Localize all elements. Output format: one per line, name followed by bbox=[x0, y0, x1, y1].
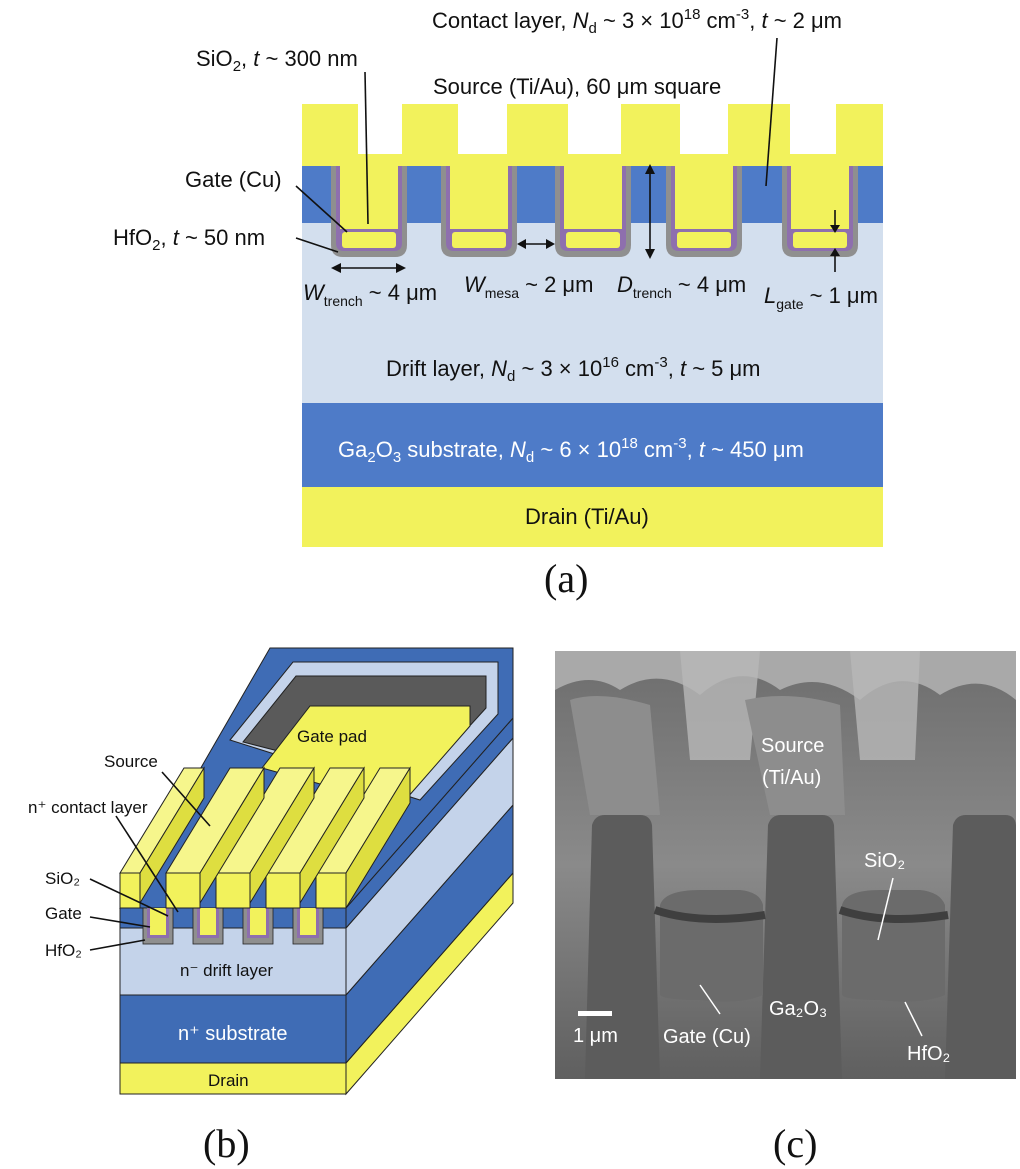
drain-label-b: Drain bbox=[208, 1071, 249, 1090]
contact-leader bbox=[765, 37, 778, 187]
gate-leader-c bbox=[699, 984, 721, 1015]
source-metal bbox=[302, 104, 883, 166]
hfo2-leader-b bbox=[89, 939, 146, 951]
caption-a: (a) bbox=[544, 556, 588, 601]
scale-label: 1 μm bbox=[573, 1025, 618, 1047]
gate-label-b: Gate bbox=[45, 904, 82, 923]
contact-leader-b bbox=[115, 815, 179, 913]
trench-5 bbox=[782, 166, 858, 257]
substrate-front bbox=[119, 994, 347, 1064]
d-trench-label: Dtrench ~ 4 μm bbox=[617, 272, 746, 301]
hfo2-label: HfO2, t ~ 50 nm bbox=[113, 225, 265, 254]
substrate-layer bbox=[302, 403, 883, 487]
sio2-label-b: SiO₂ bbox=[45, 869, 80, 888]
trench-1 bbox=[331, 166, 407, 257]
hfo2-leader bbox=[295, 237, 339, 253]
ga2o3-label-c: Ga₂O₃ bbox=[769, 998, 827, 1020]
substrate-label-b: n⁺ substrate bbox=[178, 1023, 288, 1045]
front-trenches bbox=[142, 907, 324, 945]
w-mesa-label: Wmesa ~ 2 μm bbox=[464, 272, 593, 301]
hfo2-label-b: HfO₂ bbox=[45, 941, 82, 960]
sio2-leader-c bbox=[877, 877, 894, 941]
contact-label-b: n⁺ contact layer bbox=[28, 798, 148, 817]
panel-a: Contact layer, Nd ~ 3 × 1018 cm-3, t ~ 2… bbox=[113, 6, 883, 601]
source-label-c: Source bbox=[761, 735, 824, 757]
source-label-c-2: (Ti/Au) bbox=[762, 767, 821, 789]
source-label: Source (Ti/Au), 60 μm square bbox=[433, 74, 721, 99]
substrate-label: Ga2O3 substrate, Nd ~ 6 × 1018 cm-3, t ~… bbox=[338, 435, 804, 466]
w-trench-arrow bbox=[331, 263, 406, 273]
source-label-b: Source bbox=[104, 752, 158, 771]
gate-label-c: Gate (Cu) bbox=[663, 1026, 751, 1048]
caption-c: (c) bbox=[773, 1121, 817, 1166]
drain-layer bbox=[302, 487, 883, 547]
drift-label-b: n⁻ drift layer bbox=[180, 961, 273, 980]
hfo2-label-c: HfO₂ bbox=[907, 1043, 950, 1065]
gate-pad-label: Gate pad bbox=[297, 727, 367, 746]
trench-3 bbox=[555, 166, 631, 257]
sio2-label-c: SiO₂ bbox=[864, 850, 905, 872]
source-leader-b bbox=[161, 771, 211, 827]
drift-layer-label: Drift layer, Nd ~ 3 × 1016 cm-3, t ~ 5 μ… bbox=[386, 354, 761, 385]
d-trench-arrow bbox=[645, 164, 655, 259]
sio2-label: SiO2, t ~ 300 nm bbox=[196, 46, 358, 75]
panel-c: 1 μm Source (Ti/Au) SiO₂ Ga₂O₃ Gate (Cu)… bbox=[555, 651, 1016, 1166]
gate-leader-b bbox=[89, 916, 151, 928]
l-gate-arrow bbox=[830, 210, 840, 272]
gate-label: Gate (Cu) bbox=[185, 167, 282, 192]
drain-front bbox=[119, 1062, 347, 1095]
caption-b: (b) bbox=[203, 1121, 250, 1166]
drain-label: Drain (Ti/Au) bbox=[525, 504, 649, 529]
l-gate-label: Lgate ~ 1 μm bbox=[764, 283, 878, 312]
sio2-leader-b bbox=[89, 878, 169, 917]
scale-bar bbox=[578, 1011, 612, 1016]
trench-4 bbox=[666, 166, 742, 257]
w-trench-label: Wtrench ~ 4 μm bbox=[303, 280, 437, 309]
sio2-leader bbox=[364, 71, 369, 225]
hfo2-leader-c bbox=[904, 1001, 923, 1037]
panel-b: Source n⁺ contact layer SiO₂ Gate HfO₂ G… bbox=[28, 647, 514, 1166]
gate-leader bbox=[295, 185, 348, 233]
contact-layer-label: Contact layer, Nd ~ 3 × 1018 cm-3, t ~ 2… bbox=[432, 6, 842, 37]
trench-2 bbox=[441, 166, 517, 257]
w-mesa-arrow bbox=[517, 239, 555, 249]
